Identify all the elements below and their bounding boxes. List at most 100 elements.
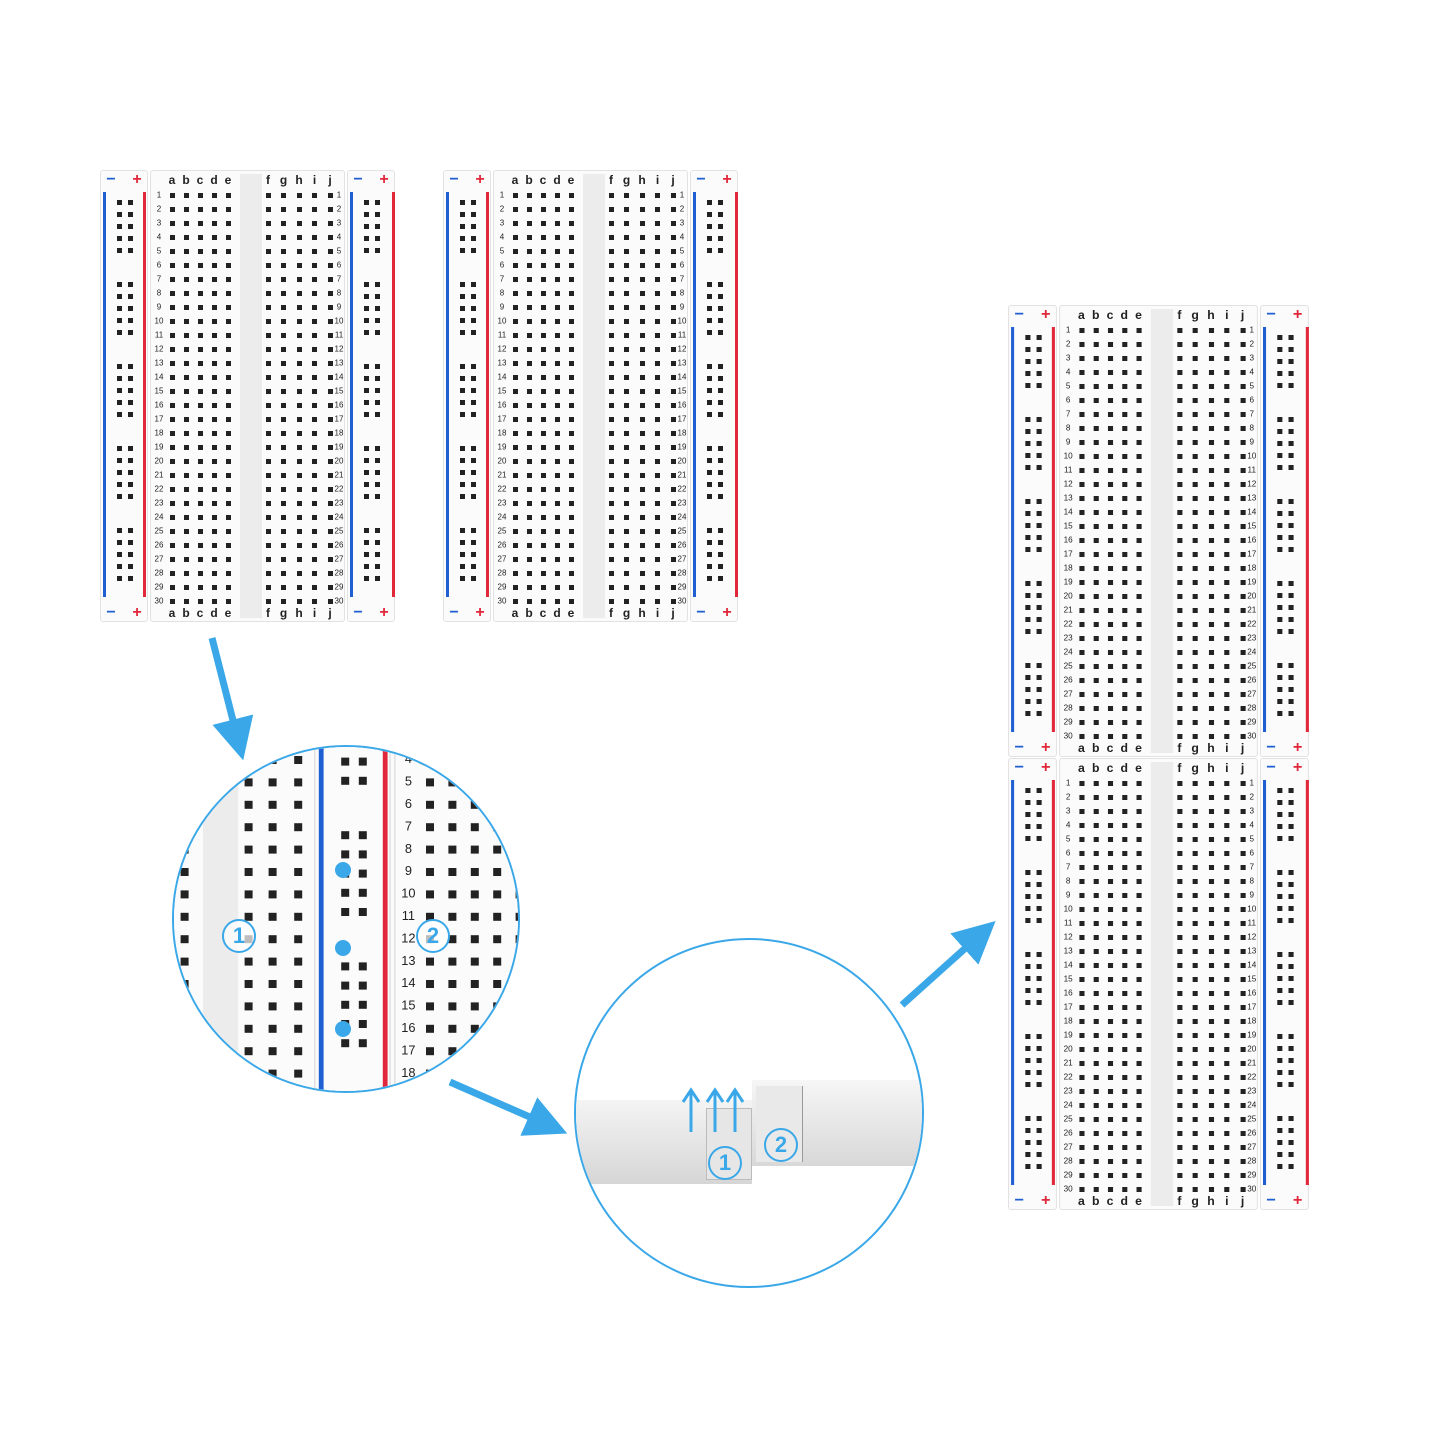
tie-point-hole — [1224, 780, 1230, 786]
tie-point-hole — [540, 486, 546, 492]
rail-hole — [341, 776, 350, 785]
row-number: 2 — [499, 204, 505, 214]
row-number: 28 — [677, 568, 687, 578]
column-label: h — [638, 606, 646, 620]
tie-point-hole — [1107, 878, 1113, 884]
row-number: 19 — [154, 442, 164, 452]
tie-point-hole — [639, 332, 645, 338]
row-number: 25 — [677, 526, 687, 536]
tie-point-hole — [639, 500, 645, 506]
tie-point-hole — [670, 192, 676, 198]
column-label: c — [539, 606, 547, 620]
tie-point-hole — [655, 220, 660, 226]
tie-point-hole — [225, 388, 231, 394]
tie-point-hole — [568, 402, 574, 408]
tie-point-hole — [655, 290, 660, 296]
tie-point-hole — [281, 290, 286, 296]
tie-point-hole — [1136, 719, 1142, 725]
tie-point-hole — [265, 220, 271, 226]
tie-point-hole — [670, 234, 676, 240]
rail-hole — [375, 200, 380, 205]
row-number: 22 — [1247, 1072, 1257, 1082]
tie-point-hole — [1224, 691, 1230, 697]
tie-point-hole — [1192, 523, 1198, 529]
tie-point-hole — [608, 444, 614, 450]
tie-point-hole — [1107, 551, 1113, 557]
tie-point-hole — [1208, 579, 1214, 585]
tie-point-hole — [1107, 948, 1113, 954]
tie-point-hole — [655, 192, 660, 198]
tie-point-hole — [492, 1001, 501, 1010]
rail-panel-left — [1008, 305, 1057, 757]
tie-point-hole — [281, 304, 286, 310]
row-number: 10 — [334, 316, 344, 326]
rail-hole — [1288, 593, 1294, 598]
tie-point-hole — [639, 402, 645, 408]
row-number: 26 — [1063, 1128, 1073, 1138]
tie-point-hole — [296, 346, 302, 352]
tie-point-hole — [425, 755, 434, 764]
tie-point-hole — [197, 374, 203, 380]
tie-point-hole — [1224, 551, 1230, 557]
tie-point-hole — [1121, 948, 1127, 954]
tie-point-hole — [183, 290, 189, 296]
rail-hole — [707, 376, 712, 381]
tie-point-hole — [1192, 481, 1198, 487]
tie-point-hole — [1136, 383, 1142, 389]
tie-point-hole — [327, 276, 333, 282]
row-number: 29 — [497, 582, 507, 592]
tie-point-hole — [540, 206, 546, 212]
row-number: 9 — [1249, 437, 1255, 447]
tie-point-hole — [568, 346, 574, 352]
tie-point-hole — [296, 556, 302, 562]
tie-point-hole — [1107, 976, 1113, 982]
rail-panel-right — [1259, 758, 1309, 1210]
tie-point-hole — [540, 570, 546, 576]
row-number: 23 — [154, 498, 164, 508]
row-number: 9 — [404, 864, 412, 879]
rail-hole — [718, 388, 723, 393]
rail-hole — [460, 248, 465, 253]
tie-point-hole — [639, 220, 645, 226]
rail-panel-right — [1259, 305, 1309, 757]
tie-point-hole — [281, 444, 286, 450]
tie-point-hole — [1208, 621, 1214, 627]
tie-point-hole — [639, 430, 645, 436]
tie-point-hole — [1176, 719, 1182, 725]
tie-point-hole — [1093, 705, 1099, 711]
tie-point-hole — [211, 458, 217, 464]
rail-hole — [1277, 836, 1283, 841]
tie-point-hole — [1078, 439, 1084, 445]
tie-point-hole — [526, 276, 532, 282]
rail-hole — [707, 540, 712, 545]
row-number: 10 — [677, 316, 687, 326]
tie-point-hole — [512, 248, 518, 254]
tie-point-hole — [568, 220, 574, 226]
tie-point-hole — [1176, 453, 1182, 459]
row-number: 18 — [401, 1065, 416, 1080]
rail-plus-label: + — [1292, 759, 1303, 776]
tie-point-hole — [670, 528, 676, 534]
rail-hole — [1277, 1152, 1283, 1157]
tie-point-hole — [1176, 411, 1182, 417]
tie-point-hole — [447, 822, 456, 831]
tie-point-hole — [447, 934, 456, 943]
tie-point-hole — [1192, 565, 1198, 571]
rail-hole — [1036, 359, 1042, 364]
tie-point-hole — [1224, 892, 1230, 898]
row-number: 15 — [1063, 974, 1073, 984]
tie-point-hole — [554, 374, 560, 380]
rail-minus-label: − — [696, 171, 706, 188]
tie-point-hole — [1240, 1004, 1246, 1010]
tie-point-hole — [211, 584, 217, 590]
tie-point-hole — [1078, 621, 1084, 627]
rail-hole — [1025, 523, 1031, 528]
tie-point-hole — [265, 556, 271, 562]
tie-point-hole — [1192, 635, 1198, 641]
tie-point-hole — [1121, 990, 1127, 996]
tie-point-hole — [327, 528, 333, 534]
tie-point-hole — [281, 542, 286, 548]
tie-point-hole — [1136, 649, 1142, 655]
